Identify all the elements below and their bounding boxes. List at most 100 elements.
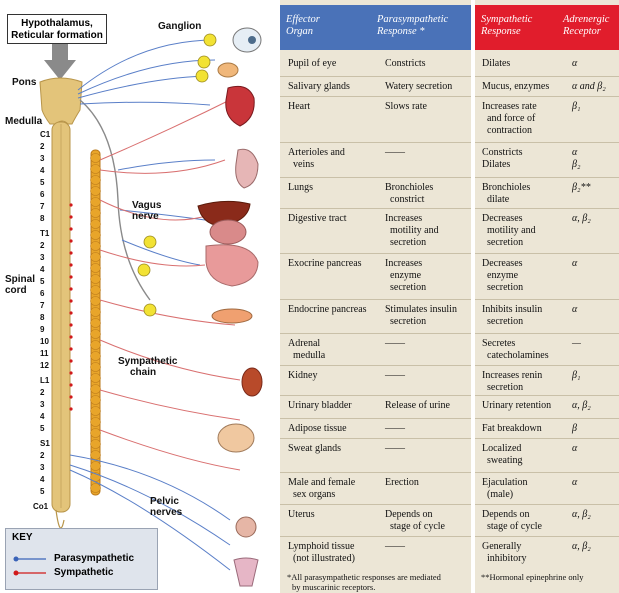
cell-line: Lungs [288, 182, 313, 193]
chain-bead [90, 241, 101, 251]
table-cell-organ: Exocrine pancreas [288, 258, 362, 270]
table-cell-para: Slows rate [385, 101, 427, 113]
spinal-label-line1: Spinal [5, 274, 36, 285]
cell-line: α and β₂ [572, 81, 606, 92]
cell-line: Dilates [482, 58, 511, 69]
segment-label: 3 [40, 463, 45, 472]
cell-line: α, β₂ [572, 509, 591, 520]
cell-line: Release of urine [385, 400, 450, 411]
vagus-label-line2: nerve [132, 211, 159, 222]
cell-line: Sweat glands [288, 443, 342, 454]
cell-line: Fat breakdown [482, 423, 542, 434]
cell-line: Bronchioles [482, 182, 531, 193]
segment-label: 5 [40, 277, 45, 286]
cell-line: Decreases [482, 213, 523, 224]
segment-label: S1 [40, 439, 50, 448]
cell-line: — [572, 338, 581, 349]
cell-line: (male) [487, 489, 514, 500]
cell-line: Inhibits insulin [482, 304, 543, 315]
sympathetic-origin-dot [69, 263, 73, 267]
key-title: KEY [12, 532, 33, 543]
heart-organ [225, 85, 255, 127]
table-cell-para: Release of urine [385, 400, 450, 412]
segment-label: 4 [40, 475, 45, 484]
cell-line: Arterioles and [288, 147, 345, 158]
cell-line: Endocrine pancreas [288, 304, 367, 315]
table-cell-rec: α [572, 443, 577, 455]
table-cell-rec: — [572, 338, 581, 350]
key-legend: KEY Parasympathetic Sympathetic [5, 528, 158, 590]
row-divider [475, 504, 619, 505]
table-cell-organ: Heart [288, 101, 310, 113]
ganglion-node [203, 33, 217, 47]
row-divider [280, 333, 471, 334]
cell-line: stage of cycle [487, 521, 542, 532]
row-divider [475, 96, 619, 97]
cell-line: α [572, 58, 578, 69]
cell-line: Depends on [385, 509, 433, 520]
vagus-nerve [79, 99, 151, 301]
table-cell-para: —— [385, 338, 405, 350]
organs [197, 27, 263, 587]
segment-label: 11 [40, 349, 49, 358]
cell-line: —— [385, 147, 405, 158]
sympathetic-origin-dot [69, 395, 73, 399]
table-cell-symp: Dilates [482, 58, 510, 70]
sympathetic-chain-label: Sympathetic chain [118, 356, 177, 378]
segment-label: 7 [40, 202, 45, 211]
table-cell-rec: β [572, 423, 577, 435]
row-divider [280, 177, 471, 178]
table-cell-organ: Kidney [288, 370, 317, 382]
table-cell-rec: β₁ [572, 370, 580, 382]
row-divider [475, 365, 619, 366]
table-cell-rec: β₂** [572, 182, 590, 194]
cell-line: Erection [385, 477, 419, 488]
chain-bead [90, 450, 101, 460]
header-effector-l1: Effector [286, 14, 320, 25]
cell-line: —— [385, 443, 405, 454]
row-divider [475, 253, 619, 254]
cell-line: —— [385, 541, 405, 552]
footnote-para-l2: by muscarinic receptors. [292, 582, 376, 592]
chain-bead [90, 307, 101, 317]
cell-line: Adrenal [288, 338, 321, 349]
header-parasympathetic: Parasympathetic Response * [377, 14, 448, 38]
segment-label: 7 [40, 301, 45, 310]
table-cell-rec: α, β₂ [572, 509, 591, 521]
segment-label: 3 [40, 400, 45, 409]
table-cell-rec: α [572, 58, 577, 70]
header-effector: Effector Organ [286, 14, 320, 38]
cell-line: α, β₂ [572, 541, 591, 552]
row-divider [475, 299, 619, 300]
ganglion-label: Ganglion [158, 21, 202, 32]
cell-line: Urinary bladder [288, 400, 352, 411]
cell-line: α [572, 477, 578, 488]
cell-line: —— [385, 370, 405, 381]
cell-line: Depends on [482, 509, 530, 520]
cell-line: Generally [482, 541, 522, 552]
chain-bead [90, 329, 101, 339]
cell-line: secretion [390, 316, 427, 327]
vagus-label: Vagus nerve [132, 200, 161, 222]
cell-line: Secretes [482, 338, 516, 349]
row-divider [475, 418, 619, 419]
table-cell-para: —— [385, 541, 405, 553]
chain-bead [90, 406, 101, 416]
table-cell-rec: α, β₂ [572, 213, 591, 225]
row-divider [280, 208, 471, 209]
table-cell-para: Constricts [385, 58, 426, 70]
table-cell-organ: Lungs [288, 182, 313, 194]
chain-bead [90, 373, 101, 383]
stomach-organ [209, 219, 247, 245]
header-sympathetic: Sympathetic Response [481, 14, 532, 38]
nervous-system-illustration [39, 27, 263, 587]
ganglion-node [197, 55, 211, 69]
table-cell-organ: Adipose tissue [288, 423, 347, 435]
chain-bead [90, 197, 101, 207]
symchain-label-line1: Sympathetic [118, 356, 178, 367]
reticular-label: Reticular formation [11, 30, 103, 41]
header-para-l2: Response * [377, 26, 425, 37]
